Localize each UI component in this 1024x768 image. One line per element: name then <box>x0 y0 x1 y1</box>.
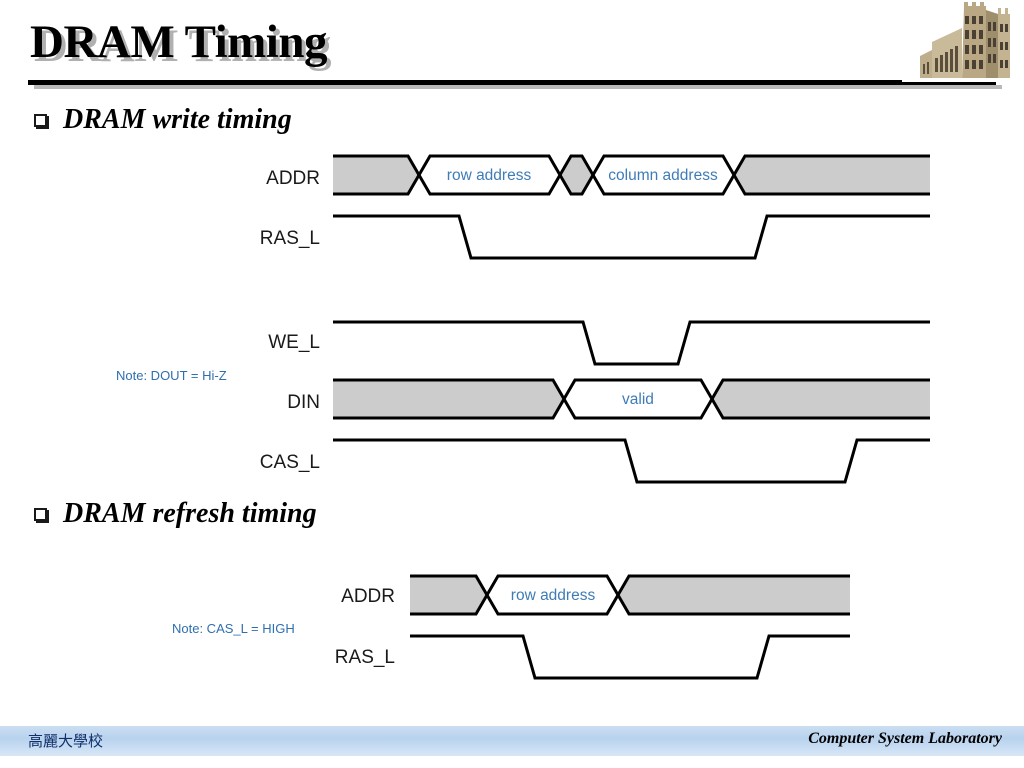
title-divider <box>28 80 1002 89</box>
signal-label-ras-write: RAS_L <box>259 228 320 249</box>
footer-lab-name: Computer System Laboratory <box>808 730 1002 747</box>
bus-label-row-address-write: row address <box>447 167 532 184</box>
waveform-addr-write: row address column address <box>333 154 930 196</box>
slide-header: DRAM Timing <box>0 0 1024 98</box>
note-dout-hiz: Note: DOUT = Hi-Z <box>116 368 227 383</box>
section-heading-refresh: DRAM refresh timing <box>34 498 317 530</box>
signal-label-addr-refresh: ADDR <box>341 586 395 607</box>
section-heading-refresh-label: DRAM refresh timing <box>63 498 317 529</box>
university-building-image <box>902 0 1024 82</box>
section-heading-write: DRAM write timing <box>34 104 292 136</box>
signal-label-ras-refresh: RAS_L <box>334 647 395 668</box>
write-timing-waveform: row address column address valid <box>333 154 930 484</box>
footer-top-rule <box>0 724 1024 726</box>
slide-footer: 高麗大學校 Computer System Laboratory <box>0 724 1024 768</box>
waveform-ras-refresh <box>410 634 850 680</box>
waveform-cas-write <box>333 438 930 484</box>
section-heading-write-label: DRAM write timing <box>63 104 292 135</box>
waveform-din-write: valid <box>333 378 930 420</box>
signal-label-cas-write: CAS_L <box>259 452 320 473</box>
waveform-addr-refresh: row address <box>410 574 850 616</box>
building-photo-icon <box>902 0 1024 82</box>
refresh-timing-waveform: row address <box>410 574 850 680</box>
waveform-ras-write <box>333 214 930 260</box>
title-divider-bar <box>28 80 996 85</box>
signal-label-din-write: DIN <box>287 392 320 413</box>
bus-label-row-address-refresh: row address <box>511 587 596 604</box>
bus-label-column-address-write: column address <box>608 167 718 184</box>
signal-label-addr-write: ADDR <box>266 168 320 189</box>
footer-university-name: 高麗大學校 <box>28 732 104 750</box>
bullet-square-icon <box>34 113 47 127</box>
waveform-we-write <box>333 320 930 366</box>
footer-band <box>0 724 1024 756</box>
bullet-square-icon-2 <box>34 507 47 521</box>
note-cas-high: Note: CAS_L = HIGH <box>172 621 295 636</box>
bus-label-valid-din: valid <box>622 391 654 408</box>
signal-label-we-write: WE_L <box>268 332 320 353</box>
title-divider-shadow <box>34 85 1002 89</box>
page-title: DRAM Timing <box>30 16 328 68</box>
